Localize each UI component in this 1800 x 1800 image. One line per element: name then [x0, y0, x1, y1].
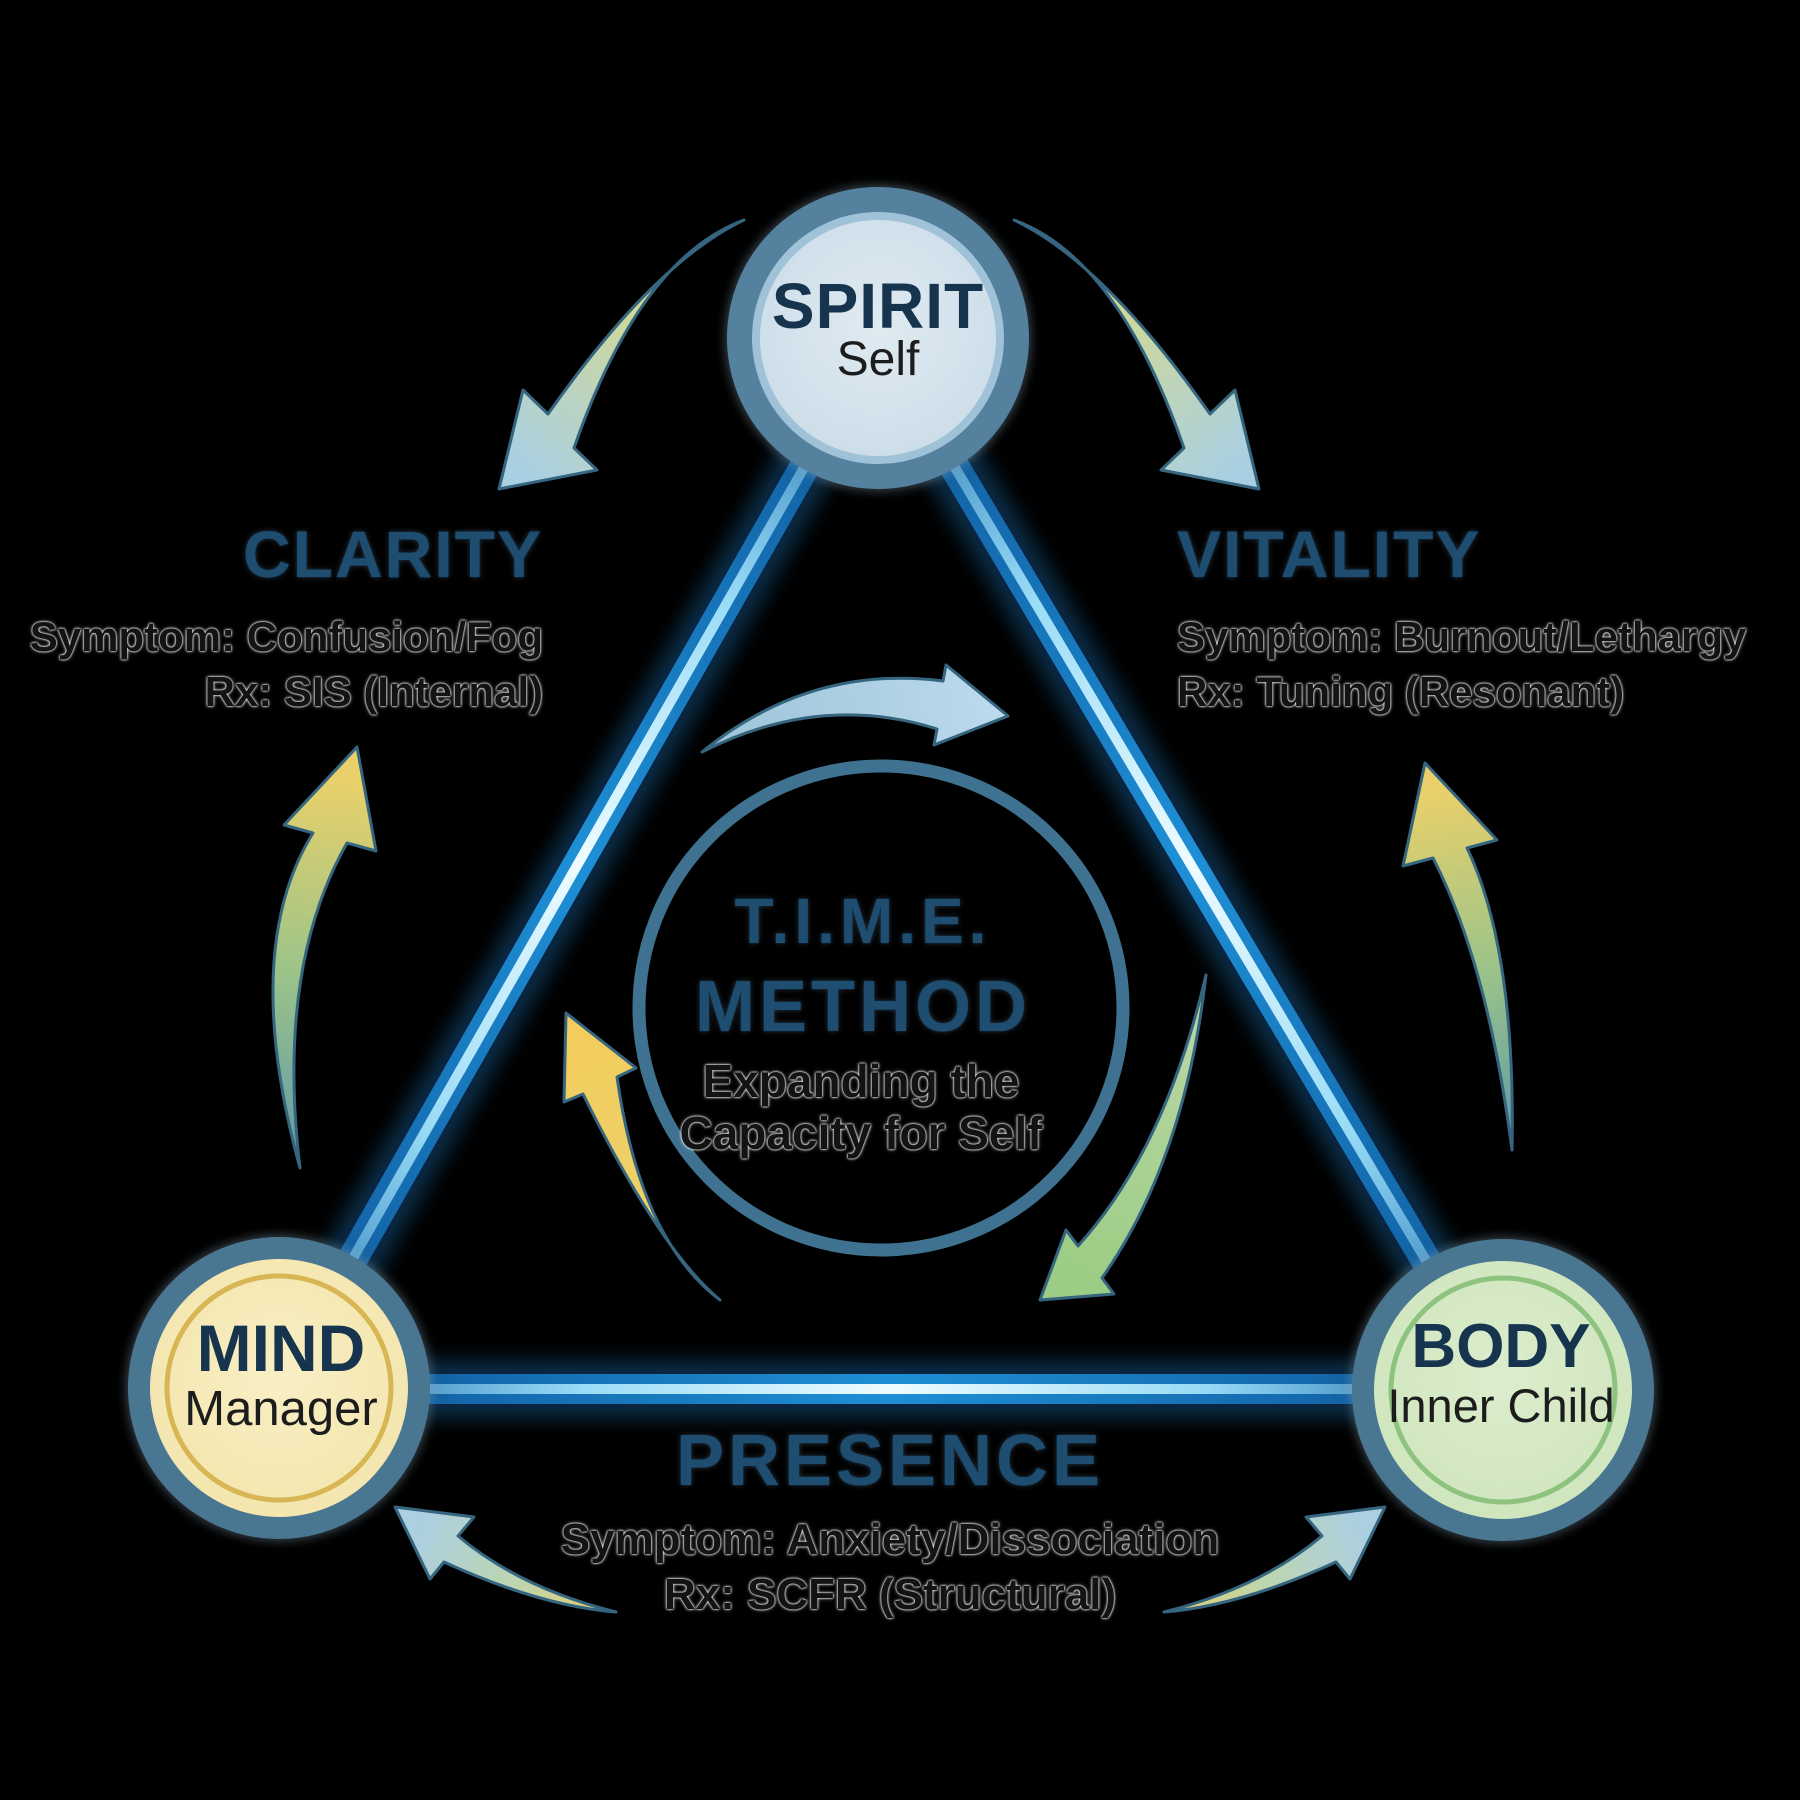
body-subtitle: Inner Child	[1387, 1379, 1615, 1432]
node-spirit	[725, 185, 1031, 491]
spirit-subtitle: Self	[836, 333, 920, 386]
center-subtitle-line2: Capacity for Self	[679, 1107, 1043, 1159]
node-body	[1350, 1237, 1656, 1543]
inner-arrow-left-icon	[562, 1011, 722, 1302]
inner-arrow-right-icon	[1038, 973, 1208, 1302]
arrow-mind-to-clarity-icon	[271, 745, 378, 1170]
clarity-symptom: Symptom: Confusion/Fog	[29, 613, 543, 660]
arrow-spirit-to-clarity-icon	[497, 218, 746, 491]
presence-symptom: Symptom: Anxiety/Dissociation	[560, 1515, 1220, 1564]
center-ring	[632, 759, 1130, 1257]
arrow-presence-to-mind-icon	[393, 1505, 618, 1614]
vitality-symptom: Symptom: Burnout/Lethargy	[1177, 613, 1747, 660]
clarity-title: CLARITY	[243, 517, 543, 591]
inner-arrow-top-icon	[700, 663, 1010, 754]
triangle-edges	[259, 318, 1523, 1410]
mind-title: MIND	[196, 1311, 366, 1385]
vitality-rx: Rx: Tuning (Resonant)	[1177, 668, 1625, 715]
vitality-title: VITALITY	[1177, 517, 1482, 591]
arrow-presence-to-body-icon	[1162, 1505, 1387, 1614]
center-subtitle-line1: Expanding the	[702, 1055, 1020, 1107]
edge-spirit-mind	[259, 318, 898, 1408]
mind-subtitle: Manager	[184, 1382, 378, 1436]
arrow-body-to-vitality-icon	[1401, 761, 1514, 1152]
triangle-glow	[253, 323, 1528, 1418]
arrow-spirit-to-vitality-icon	[1012, 218, 1261, 491]
body-title: BODY	[1411, 1312, 1591, 1381]
presence-rx: Rx: SCFR (Structural)	[663, 1570, 1117, 1619]
spirit-title: SPIRIT	[771, 270, 985, 342]
node-mind	[126, 1235, 432, 1541]
center-title-line1: T.I.M.E.	[734, 885, 992, 957]
presence-title: PRESENCE	[675, 1421, 1105, 1501]
clarity-rx: Rx: SIS (Internal)	[204, 668, 543, 715]
edge-spirit-body	[858, 318, 1523, 1410]
center-title-line2: METHOD	[695, 967, 1031, 1047]
